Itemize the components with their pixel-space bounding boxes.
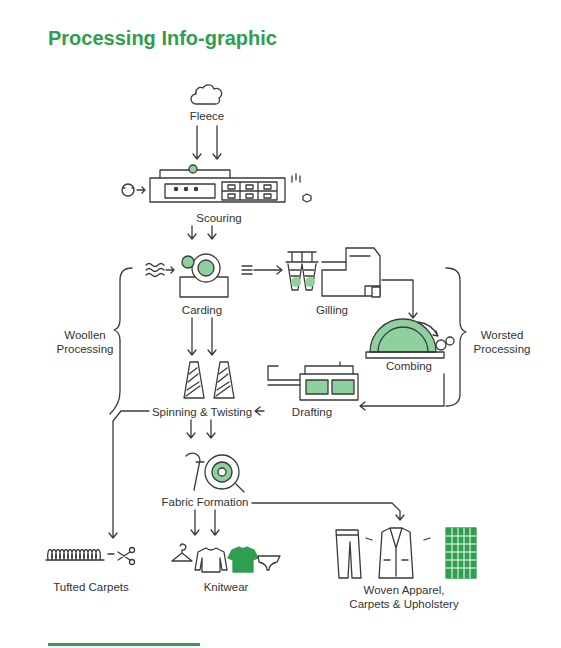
fabric-step: Fabric Formation xyxy=(158,438,252,510)
spinning-cones-icon xyxy=(184,362,234,398)
process-group-label: Worsted Processing xyxy=(466,328,538,356)
spinning-step: Spinning & Twisting xyxy=(149,355,255,420)
knitwear-icon xyxy=(172,544,280,572)
scouring-step: Scouring xyxy=(145,160,293,226)
tufted-carpet-icon xyxy=(46,548,135,565)
step-label: Fleece xyxy=(190,109,225,123)
flow-arrow xyxy=(188,318,216,355)
scouring-machine-icon xyxy=(122,165,311,202)
combing-machine-icon xyxy=(366,319,454,358)
flow-arrow xyxy=(360,374,444,410)
woollen-bracket xyxy=(110,268,132,414)
step-label: Carding xyxy=(182,303,222,317)
woven-product: Woven Apparel, Carpets & Upholstery xyxy=(326,520,482,612)
footer-rule xyxy=(48,643,200,646)
step-label: Knitwear xyxy=(204,580,249,594)
carding-machine-icon xyxy=(146,254,252,297)
flow-arrow xyxy=(255,407,264,415)
drafting-machine-icon xyxy=(268,362,358,400)
worsted-bracket xyxy=(446,268,466,406)
step-label: Fabric Formation xyxy=(162,495,249,509)
woven-apparel-icon xyxy=(336,528,476,578)
gilling-step: Gilling xyxy=(282,240,382,318)
fleece-icon xyxy=(191,85,222,104)
title: Processing Info-graphic xyxy=(48,27,277,50)
step-label: Gilling xyxy=(316,303,348,317)
carding-step: Carding xyxy=(164,240,240,318)
fleece-step: Fleece xyxy=(183,86,231,124)
step-label: Tufted Carpets xyxy=(53,580,129,594)
flow-arrow xyxy=(254,266,282,274)
carpet-product: Tufted Carpets xyxy=(44,538,138,595)
flow-arrow xyxy=(193,126,221,159)
step-label: Spinning & Twisting xyxy=(152,405,252,419)
gilling-machine-icon xyxy=(286,248,380,297)
drafting-step: Drafting xyxy=(264,358,360,420)
flow-arrow xyxy=(109,411,149,538)
combing-step: Combing xyxy=(362,318,456,374)
flow-arrow xyxy=(188,226,216,239)
knitwear-product: Knitwear xyxy=(168,535,284,595)
knitting-machine-icon xyxy=(186,453,244,492)
step-label: Combing xyxy=(386,359,432,373)
step-label: Woven Apparel, Carpets & Upholstery xyxy=(343,583,465,611)
step-label: Scouring xyxy=(196,211,241,225)
process-group-label: Woollen Processing xyxy=(54,328,116,356)
flow-arrow xyxy=(191,510,219,535)
flow-arrow xyxy=(252,503,404,520)
flow-arrow xyxy=(187,420,215,438)
flow-arrow xyxy=(382,280,417,318)
step-label: Drafting xyxy=(292,405,332,419)
